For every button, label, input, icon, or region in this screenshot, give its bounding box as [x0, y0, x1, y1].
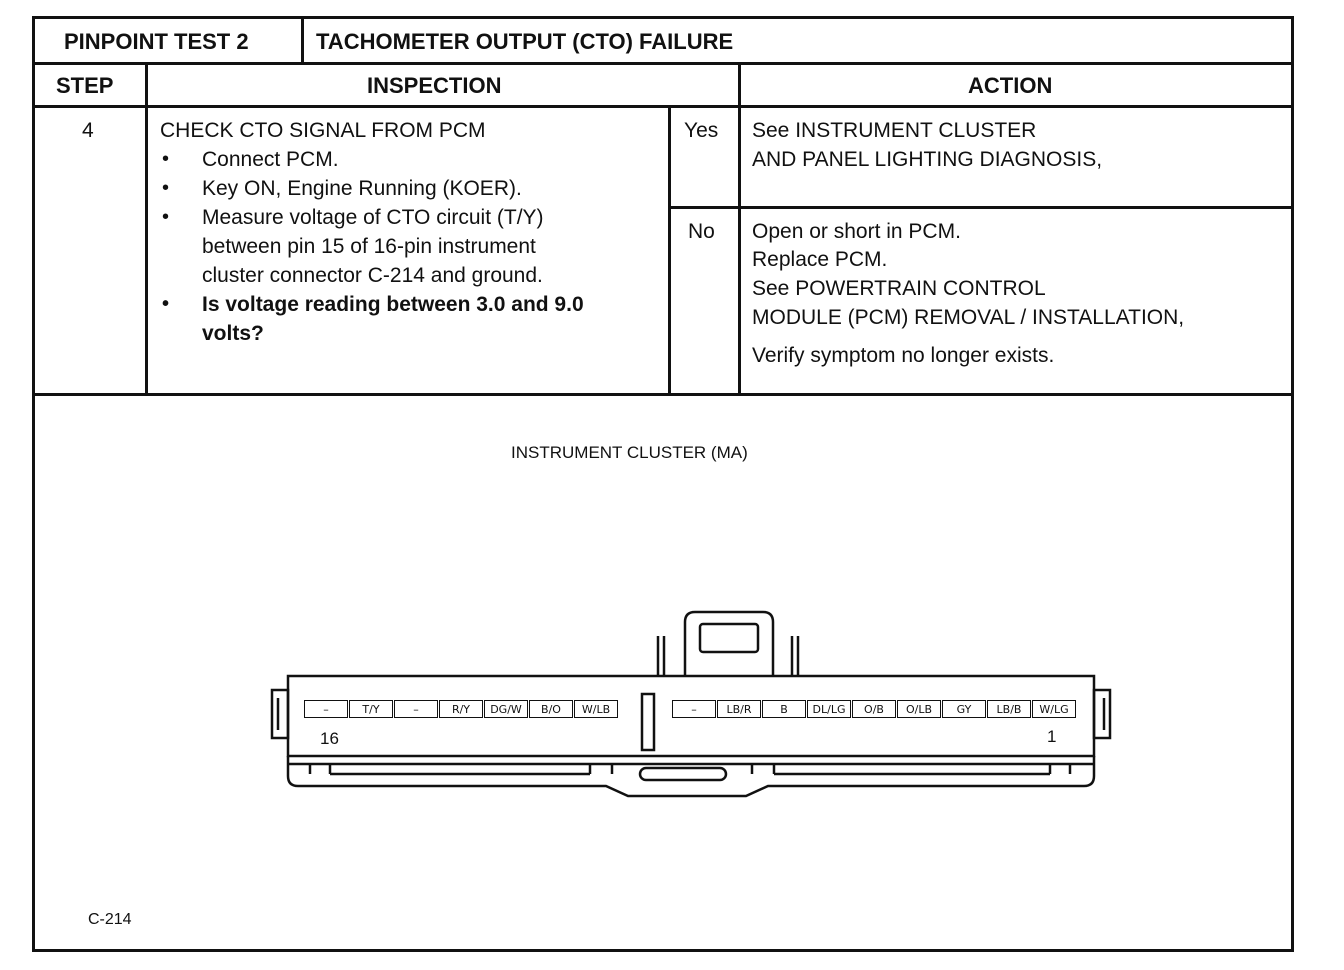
action-column-header: ACTION: [968, 73, 1053, 98]
inspection-steps: Connect PCM. Key ON, Engine Running (KOE…: [158, 145, 584, 348]
no-action-line: MODULE (PCM) REMOVAL / INSTALLATION,: [752, 306, 1185, 329]
pin-1-number: 1: [1047, 727, 1057, 746]
connector-pin: LB/B: [987, 700, 1031, 718]
row-bottom-divider: [32, 393, 1294, 396]
yes-action-line: See INSTRUMENT CLUSTER: [752, 119, 1037, 142]
connector-pin: LB/R: [717, 700, 761, 718]
no-action-line: See POWERTRAIN CONTROL: [752, 277, 1046, 300]
connector-pin: T/Y: [349, 700, 393, 718]
connector-pin: –: [394, 700, 438, 718]
step-col-divider: [145, 62, 148, 396]
pinpoint-label: PINPOINT TEST 2: [64, 29, 249, 54]
yes-label: Yes: [684, 119, 719, 142]
connector-pin: R/Y: [439, 700, 483, 718]
connector-pin: –: [672, 700, 716, 718]
yes-no-divider: [670, 206, 1294, 209]
header-vdivider: [301, 16, 304, 64]
diagram-title: INSTRUMENT CLUSTER (MA): [511, 443, 748, 462]
pin-16-number: 16: [320, 729, 339, 748]
step-column-header: STEP: [56, 73, 114, 98]
connector-pin: –: [304, 700, 348, 718]
no-action-line: Open or short in PCM.: [752, 220, 961, 243]
connector-pin: GY: [942, 700, 986, 718]
connector-pin: DG/W: [484, 700, 528, 718]
test-title: TACHOMETER OUTPUT (CTO) FAILURE: [316, 29, 734, 54]
action-col-divider: [738, 62, 741, 396]
connector-pin: O/LB: [897, 700, 941, 718]
inspection-step: Key ON, Engine Running (KOER).: [158, 174, 584, 203]
inspection-question: Is voltage reading between 3.0 and 9.0 v…: [158, 290, 584, 348]
column-header-divider: [32, 105, 1294, 108]
connector-pin: B: [762, 700, 806, 718]
no-action-line: Verify symptom no longer exists.: [752, 344, 1055, 367]
connector-pin: W/LB: [574, 700, 618, 718]
step-number: 4: [82, 119, 94, 142]
connector-pin: W/LG: [1032, 700, 1076, 718]
yesno-col-divider: [668, 105, 671, 396]
connector-id-label: C-214: [88, 911, 132, 928]
inspection-column-header: INSPECTION: [367, 73, 502, 98]
no-label: No: [688, 220, 715, 243]
header-divider: [32, 62, 1294, 65]
connector-pin: O/B: [852, 700, 896, 718]
pinpoint-test-table: [32, 16, 1294, 952]
inspection-step: Connect PCM.: [158, 145, 584, 174]
inspection-step: Measure voltage of CTO circuit (T/Y) bet…: [158, 203, 584, 290]
connector-pin: DL/LG: [807, 700, 851, 718]
yes-action-line: AND PANEL LIGHTING DIAGNOSIS,: [752, 148, 1103, 171]
inspection-title: CHECK CTO SIGNAL FROM PCM: [160, 119, 486, 142]
no-action-line: Replace PCM.: [752, 248, 888, 271]
connector-pin: B/O: [529, 700, 573, 718]
connector-diagram: [270, 610, 1112, 798]
